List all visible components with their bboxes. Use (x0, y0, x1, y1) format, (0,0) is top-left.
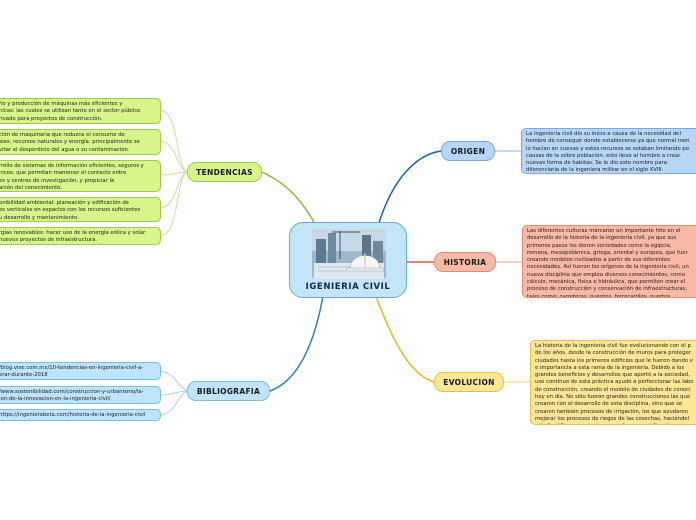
link-tend-1 (160, 109, 188, 173)
topic-historia[interactable]: HISTORIA (434, 252, 496, 272)
central-topic[interactable]: IGENIERIA CIVIL (289, 222, 407, 298)
tendencias-item-maquinaria[interactable]: ción de maquinaria que reduzca el consum… (0, 129, 161, 155)
link-bib-2 (160, 390, 188, 396)
link-tendencias (261, 171, 317, 227)
topic-origen-label: ORIGEN (450, 146, 486, 156)
bibliografia-link-ingenierobeta[interactable]: https://ingenierobeta.com/historia-de-la… (0, 409, 161, 421)
tendencias-item-sostenibilidad[interactable]: enibilidad ambiental: planeación y edifi… (0, 197, 161, 222)
tendencias-item-maquinas[interactable]: ño y producción de máquinas más eficient… (0, 98, 161, 124)
link-tend-3 (160, 171, 188, 176)
link-evolucion (375, 295, 435, 383)
link-bibliografia (269, 295, 324, 392)
bibliografia-link-vise[interactable]: /blog.vise.com.mx/10-tendencias-en-ingen… (0, 362, 161, 380)
evolucion-text[interactable]: La historia de la ingeniería civil fue e… (530, 340, 696, 425)
tendencias-item-sistemas[interactable]: rrollo de sistemas de información eficie… (0, 160, 161, 192)
link-bib-1 (160, 370, 188, 392)
central-title: IGENIERIA CIVIL (305, 282, 391, 292)
topic-tendencias[interactable]: TENDENCIAS (187, 162, 262, 182)
link-origen (377, 150, 442, 227)
link-bib-3 (160, 390, 188, 416)
historia-text[interactable]: Las diferentes culturas marcaron un impo… (522, 225, 696, 298)
topic-historia-label: HISTORIA (443, 257, 487, 267)
link-tend-2 (160, 140, 188, 173)
bibliografia-link-sostenibilidad[interactable]: /www.sostenibilidad.com/construccion-y-u… (0, 386, 161, 404)
construction-helmet-image (312, 229, 386, 279)
topic-origen[interactable]: ORIGEN (441, 141, 495, 161)
origen-text[interactable]: La ingeniería civil dio su inicio a caus… (521, 128, 696, 174)
topic-tendencias-label: TENDENCIAS (196, 167, 253, 177)
topic-evolucion[interactable]: EVOLUCION (434, 372, 504, 392)
topic-bibliografia-label: BIBLIOGRAFIA (196, 386, 261, 396)
topic-bibliografia[interactable]: BIBLIOGRAFIA (187, 381, 270, 401)
tendencias-item-energias[interactable]: rgías renovables: hacer uso de la energí… (0, 227, 161, 245)
link-tend-5 (160, 171, 188, 237)
topic-evolucion-label: EVOLUCION (443, 377, 495, 387)
